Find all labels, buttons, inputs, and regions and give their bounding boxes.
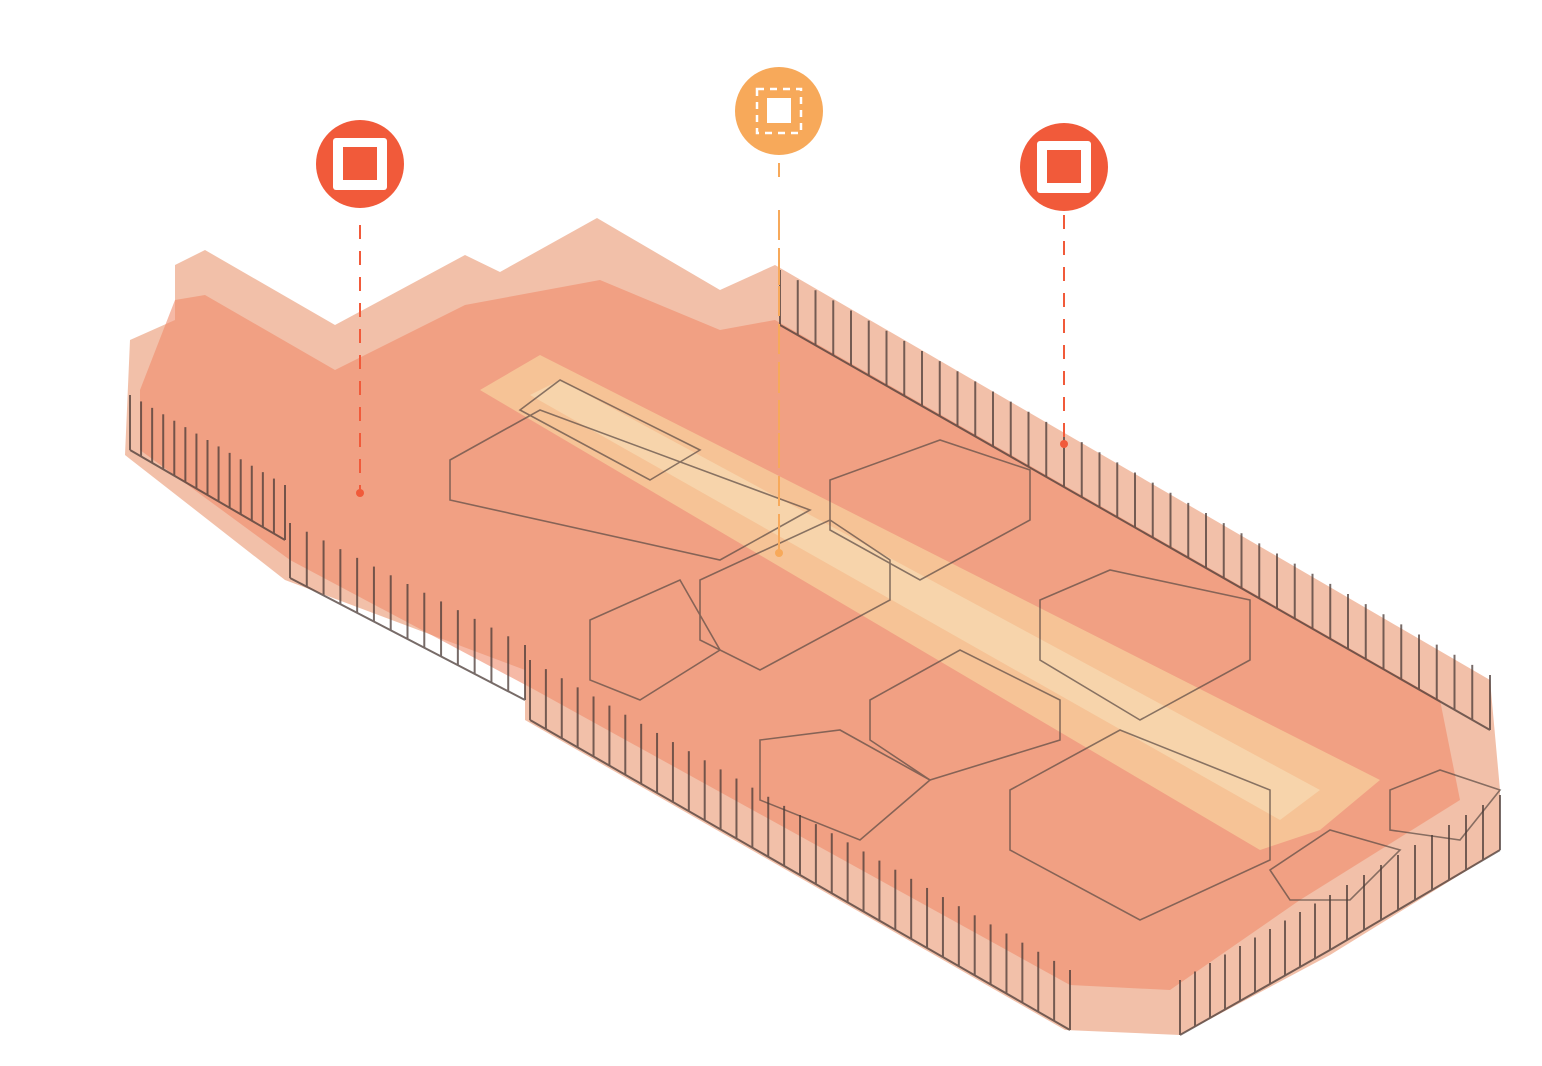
room-walls: [449, 409, 812, 561]
marker-anchor-dot: [775, 549, 783, 557]
mid-zone: [140, 280, 1460, 990]
facade-base: [289, 577, 526, 701]
facade-base: [1329, 849, 1501, 951]
marker-right[interactable]: [1020, 123, 1108, 448]
room-walls: [759, 729, 932, 841]
marker-anchor-dot: [356, 489, 364, 497]
room-walls: [1268, 829, 1402, 901]
marker-anchor-dot: [1060, 440, 1068, 448]
dashed-square-icon: [755, 87, 803, 135]
walls: [449, 379, 1502, 921]
room-walls: [1009, 729, 1271, 921]
facade-base: [529, 719, 1071, 1031]
room-walls: [829, 439, 1031, 581]
room-walls: [1389, 769, 1502, 841]
facade-base: [1179, 949, 1331, 1036]
room-walls: [1039, 569, 1251, 721]
marker-center[interactable]: [735, 67, 823, 557]
solid-square-icon: [1037, 141, 1091, 193]
facade-base: [129, 449, 286, 541]
room-walls: [518, 379, 702, 481]
heat-zones: [125, 218, 1500, 1035]
solid-square-icon: [333, 138, 387, 190]
facade-mullions: [129, 270, 1501, 1036]
marker-left[interactable]: [316, 120, 404, 497]
facade-base: [779, 324, 1491, 731]
room-walls: [869, 649, 1061, 781]
room-walls: [589, 578, 722, 701]
